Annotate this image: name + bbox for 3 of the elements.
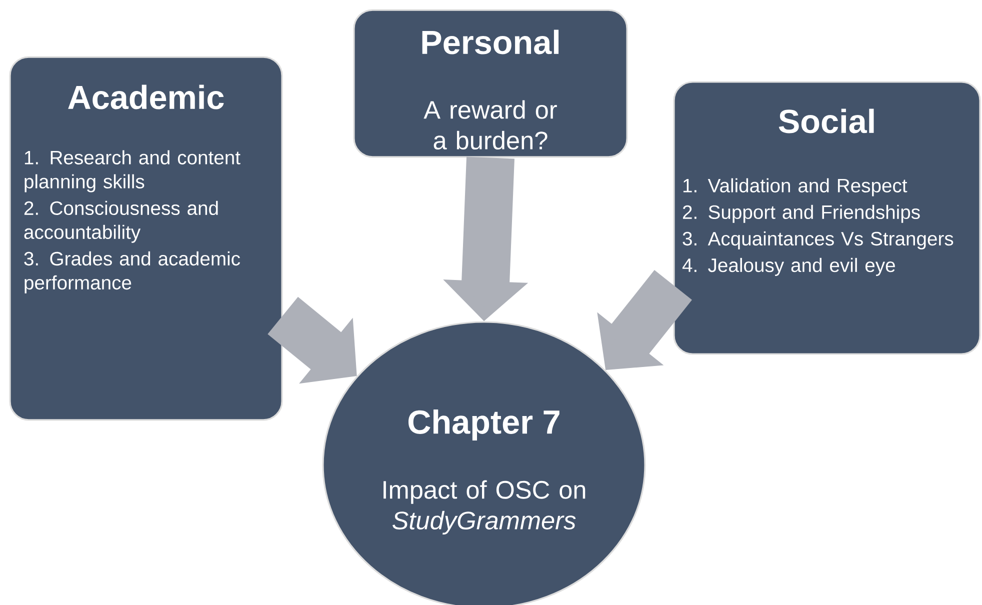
category-box: Academic 1. Research and content planning skills 2. Consciousness and accountability 3. Grades and academic performance <box>9 56 283 421</box>
category-box: Social 1. Validation and Respect 2. Support and Friendships 3. Acquaintances Vs Strangers 4. Jealousy and evil eye <box>673 81 981 355</box>
category-box: Personal A reward or a burden? <box>353 9 628 158</box>
